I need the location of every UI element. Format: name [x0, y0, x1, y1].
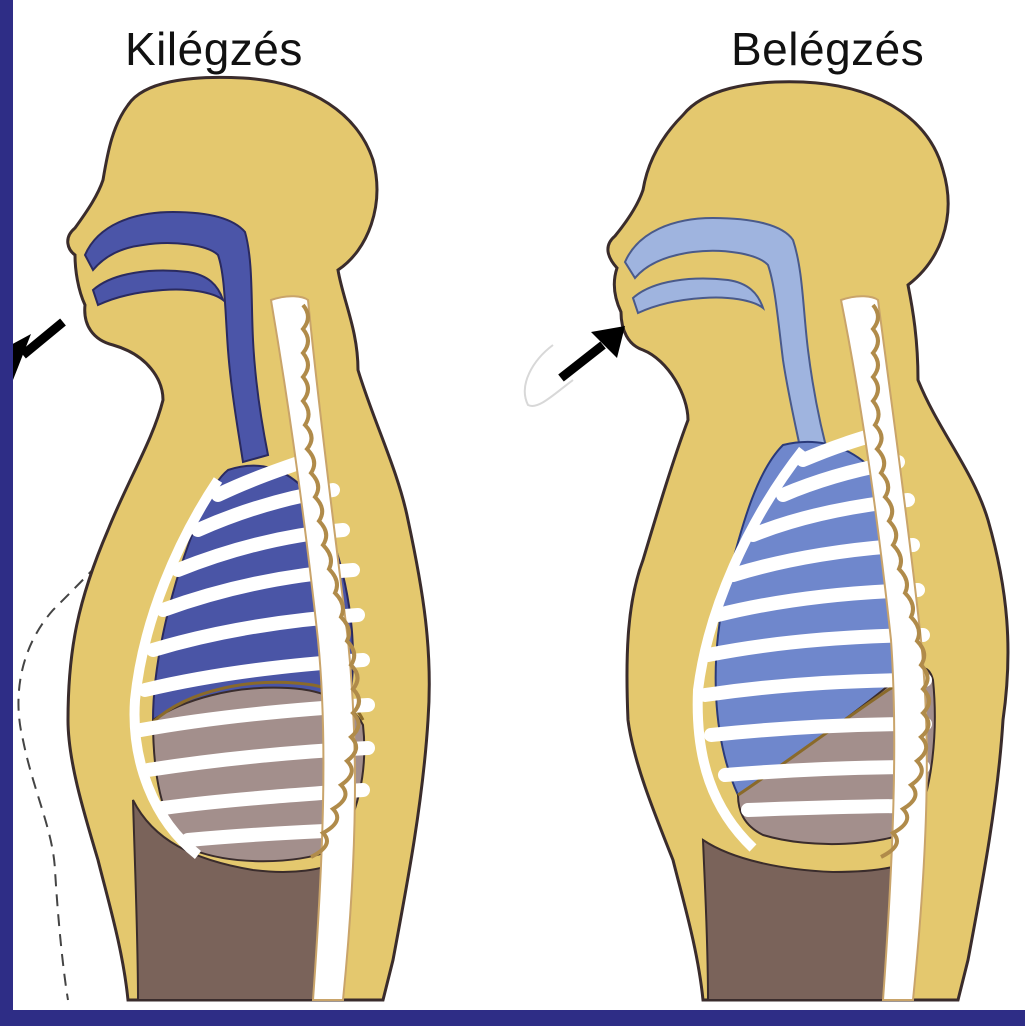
- inhale-figure: [525, 82, 1008, 1000]
- exhale-arrow-icon: [13, 322, 63, 380]
- slide-canvas: Kilégzés Belégzés: [13, 0, 1025, 1010]
- breathing-diagram: [13, 0, 1025, 1010]
- inhale-arrow-icon: [561, 326, 625, 378]
- exhale-figure: [13, 77, 429, 1000]
